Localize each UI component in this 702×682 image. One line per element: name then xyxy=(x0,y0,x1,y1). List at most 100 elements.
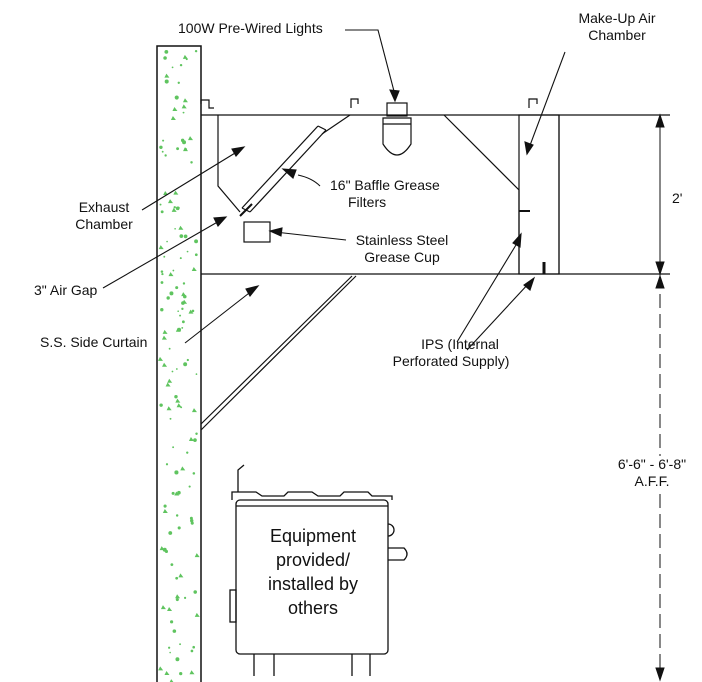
wall-speckle xyxy=(174,228,176,230)
wall-speckle xyxy=(163,255,166,258)
wall-speckle xyxy=(158,356,164,361)
wall-speckle xyxy=(180,406,183,409)
lights-label: 100W Pre-Wired Lights xyxy=(178,20,323,36)
wall-speckle xyxy=(161,335,167,340)
wall-speckle xyxy=(179,672,183,676)
aff-label-line2: A.F.F. xyxy=(634,473,670,489)
wall-speckle xyxy=(179,643,181,646)
wall-speckle xyxy=(159,546,165,551)
wall-speckle xyxy=(169,291,174,296)
wall-speckle xyxy=(194,49,198,53)
baffle-filters-label: 16" Baffle Grease Filters xyxy=(330,177,440,211)
grease-cup-label-line2: Grease Cup xyxy=(364,249,440,265)
baffle-label-line2: Filters xyxy=(348,194,387,210)
wall-speckle xyxy=(175,327,181,332)
wall-speckle xyxy=(190,519,194,523)
wall-speckle xyxy=(173,190,179,195)
hanger-1 xyxy=(200,99,214,109)
wall-speckle xyxy=(167,606,173,611)
wall-speckle xyxy=(168,531,173,535)
wall-speckle xyxy=(177,526,181,530)
wall-speckle xyxy=(163,504,167,508)
wall-speckle xyxy=(168,272,174,277)
wall-speckle xyxy=(183,234,188,239)
wall-speckle xyxy=(183,147,189,152)
wall-speckle xyxy=(172,446,175,449)
aff-label: 6'-6" - 6'-8" A.F.F. xyxy=(604,456,700,490)
equipment-label-line4: others xyxy=(287,598,339,618)
wall-speckle xyxy=(175,206,180,211)
wall-speckle xyxy=(189,516,193,520)
makeup-air-label-line1: Make-Up Air xyxy=(578,10,656,26)
wall-speckle xyxy=(176,395,178,398)
wall-speckle xyxy=(194,253,198,257)
wall-speckle xyxy=(195,373,198,375)
wall-speckle xyxy=(181,320,185,324)
wall-speckle xyxy=(174,95,179,100)
wall-speckle xyxy=(190,161,193,164)
side-curtain xyxy=(200,275,357,431)
wall-speckle xyxy=(161,150,164,153)
wall-speckle xyxy=(179,63,183,67)
wall-speckle xyxy=(176,147,180,151)
wall-speckle xyxy=(161,272,164,276)
wall-speckle xyxy=(191,267,197,272)
hanger-2 xyxy=(350,98,359,108)
equipment-label-line1: Equipment xyxy=(269,526,357,546)
wall-speckle xyxy=(164,79,169,84)
wall-speckle xyxy=(165,463,169,466)
wall-speckle xyxy=(175,597,179,602)
wall-speckle xyxy=(181,307,184,310)
wall-speckle xyxy=(175,286,179,290)
wall-speckle xyxy=(177,490,181,495)
wall-speckle xyxy=(160,210,164,214)
equipment-label-line2: provided/ xyxy=(275,550,351,570)
wall-speckle xyxy=(170,620,174,624)
wall-speckle xyxy=(162,508,168,513)
wall-speckle xyxy=(160,308,164,312)
wall-speckle xyxy=(167,378,173,383)
burner-grates xyxy=(231,491,393,500)
wall-speckle xyxy=(165,382,171,387)
air-gap-label: 3" Air Gap xyxy=(34,282,98,298)
wall-speckle xyxy=(174,470,179,475)
wall-speckle xyxy=(175,368,178,370)
knob xyxy=(387,523,395,537)
wall-speckle xyxy=(162,139,165,142)
wall-speckle xyxy=(171,207,177,212)
wall-speckle xyxy=(169,417,172,420)
wall-speckle xyxy=(162,362,168,367)
wall-speckle xyxy=(158,245,164,250)
wall-speckle xyxy=(181,326,184,329)
wall-speckle xyxy=(180,466,186,471)
wall-speckle xyxy=(182,111,185,114)
handle xyxy=(388,547,408,561)
wall-speckle xyxy=(191,309,195,313)
wall-speckle xyxy=(182,299,188,304)
wall-speckle xyxy=(166,296,170,300)
wall-speckle xyxy=(172,106,178,111)
wall-speckle xyxy=(158,666,164,671)
wall-speckle xyxy=(186,358,189,362)
grease-cup xyxy=(243,221,271,243)
wall-speckle xyxy=(164,549,169,554)
makeup-air-chamber xyxy=(518,114,560,275)
grease-cup-label-line1: Stainless Steel xyxy=(355,232,449,248)
wall-speckle xyxy=(163,191,169,196)
exhaust-label-line1: Exhaust xyxy=(78,199,130,215)
light-fixture xyxy=(382,102,412,156)
grease-cup-label: Stainless Steel Grease Cup xyxy=(342,232,462,266)
wall-speckle xyxy=(188,136,194,141)
wall-speckle xyxy=(160,281,164,284)
wall-speckle xyxy=(179,257,182,260)
wall-speckle xyxy=(193,590,197,594)
height-2ft-label: 2' xyxy=(672,190,683,206)
wall-speckle xyxy=(192,645,195,649)
ips-label-line1: IPS (Internal xyxy=(421,336,499,352)
exhaust-inner-wall xyxy=(217,115,241,213)
wall-speckle xyxy=(181,292,187,297)
wall-speckle xyxy=(186,250,189,253)
equipment xyxy=(229,464,408,676)
wall-speckle xyxy=(176,403,182,408)
